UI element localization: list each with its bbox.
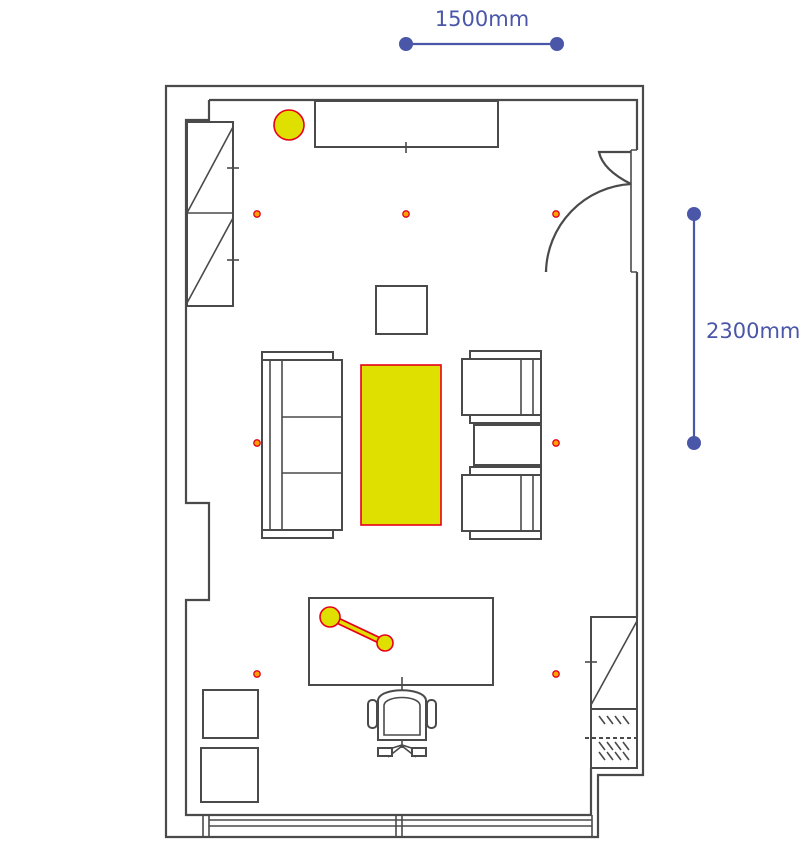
ceiling-lights	[253, 210, 560, 678]
storage-box-upper	[202, 689, 259, 739]
wardrobe-left-body	[186, 121, 234, 307]
shoe-rack-slats	[598, 715, 630, 761]
window-glass-bottom	[209, 815, 592, 837]
armchair-lower	[461, 466, 542, 540]
depth-dimension-end-dot	[687, 436, 701, 450]
ottoman	[473, 424, 542, 466]
ceiling-light	[552, 439, 560, 447]
desk-lamp	[319, 606, 394, 652]
armchair-upper-seat	[461, 358, 542, 416]
desk-lamp-base	[376, 634, 394, 652]
width-dimension-label: 1500mm	[435, 7, 529, 31]
armchair-lower-seat	[461, 474, 542, 532]
entrance-door	[544, 149, 637, 273]
office-chair-foot-right	[411, 747, 427, 757]
sideboard-top	[314, 100, 499, 153]
sofa-left	[261, 351, 343, 539]
inner-wall-bottom	[209, 768, 593, 817]
ceiling-light	[253, 210, 261, 218]
coffee-table	[360, 364, 442, 526]
ceiling-light	[253, 439, 261, 447]
sideboard-top-body	[314, 100, 499, 148]
door-swing-arc	[544, 182, 632, 273]
wardrobe-left-door-lower	[186, 217, 234, 304]
cabinet-right-door	[590, 620, 638, 706]
ceiling-light	[402, 210, 410, 218]
armchair-upper	[461, 350, 542, 424]
sofa-left-seat	[261, 359, 343, 531]
door-frame	[630, 149, 637, 273]
side-table	[375, 285, 428, 335]
office-chair	[367, 677, 437, 758]
inner-wall-left	[184, 100, 211, 817]
door-leaf	[597, 150, 632, 185]
office-chair-seat	[377, 689, 427, 741]
office-chair-armrest-right	[426, 699, 437, 729]
width-dimension-end-dot	[550, 37, 564, 51]
desk-lamp-head	[319, 606, 341, 628]
wardrobe-left	[186, 121, 239, 307]
width-dimension: 1500mm	[399, 7, 564, 51]
wardrobe-left-door-upper	[186, 126, 234, 214]
office-chair-foot-left	[377, 747, 393, 757]
width-dimension-start-dot	[399, 37, 413, 51]
depth-dimension-label: 2300mm	[706, 319, 800, 343]
depth-dimension-start-dot	[687, 207, 701, 221]
office-chair-cushion	[383, 696, 421, 736]
outer-wall	[164, 84, 645, 839]
ceiling-light	[552, 210, 560, 218]
depth-dimension: 2300mm	[687, 207, 800, 450]
office-chair-armrest-left	[367, 699, 378, 729]
floor-lamp	[273, 109, 305, 141]
ceiling-light	[253, 670, 261, 678]
cabinet-right	[585, 616, 638, 769]
ceiling-light	[552, 670, 560, 678]
storage-box-lower	[200, 747, 259, 803]
